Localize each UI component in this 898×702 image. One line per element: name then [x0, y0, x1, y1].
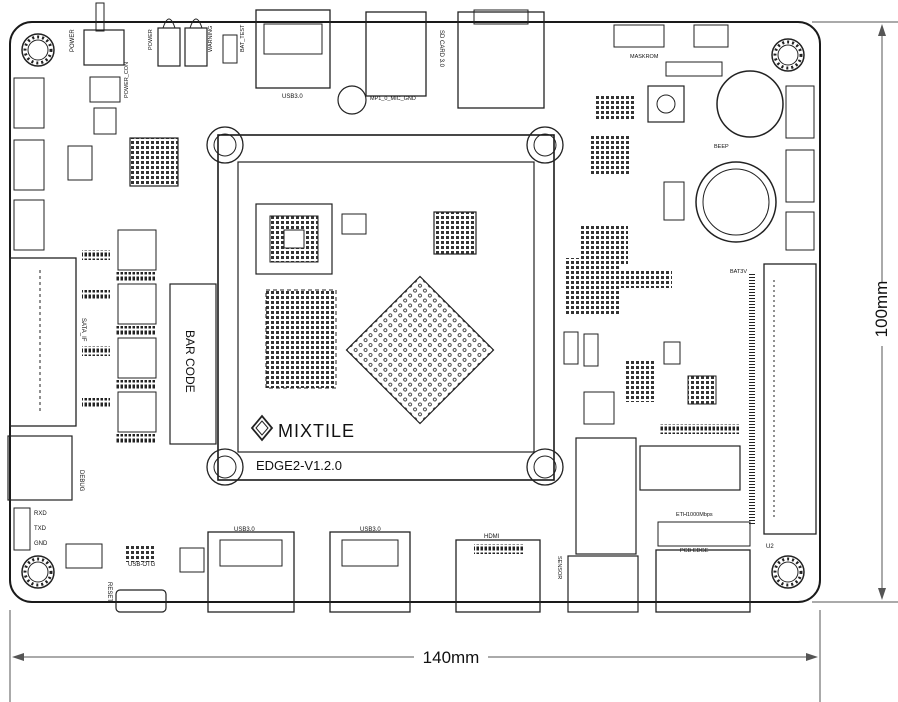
barcode-area: [169, 283, 217, 445]
svg-text:U2: U2: [766, 544, 774, 550]
svg-text:BAT3V: BAT3V: [730, 269, 747, 275]
brand-text: MIXTILE: [278, 421, 355, 441]
hdmi-port: [455, 539, 541, 613]
svg-text:USB3.0: USB3.0: [360, 527, 381, 533]
mounting-hole-bl: [21, 555, 55, 589]
mounting-hole-tl: [21, 33, 55, 67]
svg-text:USB3.0: USB3.0: [282, 94, 303, 100]
soc-bga: [345, 275, 495, 425]
mounting-hole-br: [771, 555, 805, 589]
svg-text:BAT_TEST: BAT_TEST: [240, 24, 246, 52]
width-dimension: 140mm: [9, 610, 821, 702]
m2-connector: [763, 263, 817, 535]
svg-text:GND: GND: [34, 541, 48, 547]
usb30-top-port: [255, 9, 331, 89]
power-led: [157, 27, 181, 67]
svg-text:POWER_CON: POWER_CON: [124, 62, 130, 98]
svg-text:SENSOR: SENSOR: [556, 556, 562, 579]
svg-text:PCB EDGE: PCB EDGE: [680, 548, 709, 554]
maskrom-button: [647, 85, 685, 123]
svg-text:SD CARD 3.0: SD CARD 3.0: [438, 30, 444, 68]
usb30-port-b: [329, 531, 411, 613]
board-version: EDGE2-V1.2.0: [256, 458, 342, 473]
svg-text:SATA_IF: SATA_IF: [80, 318, 86, 342]
svg-text:TXD: TXD: [34, 526, 47, 532]
warning-led: [184, 27, 208, 67]
svg-text:POWER: POWER: [148, 29, 154, 50]
svg-text:ETH1000Mbps: ETH1000Mbps: [676, 512, 713, 518]
height-dimension: 100mm: [812, 21, 898, 603]
svg-text:USB3.0: USB3.0: [234, 527, 255, 533]
svg-text:RESET: RESET: [106, 582, 112, 602]
width-label: 140mm: [423, 648, 480, 667]
svg-text:MASKROM: MASKROM: [630, 54, 659, 60]
som-module: [217, 134, 555, 481]
sata-connector: [9, 257, 77, 427]
ethernet-port: [655, 549, 751, 613]
svg-text:BAR CODE: BAR CODE: [183, 330, 197, 393]
usb-otg-port: [115, 589, 167, 613]
svg-text:DEBUG: DEBUG: [78, 470, 84, 492]
svg-text:MP1_0_MIC_GND: MP1_0_MIC_GND: [370, 96, 416, 102]
debug-connector: [7, 435, 73, 501]
mixtile-logo: [250, 414, 274, 442]
svg-text:HDMI: HDMI: [484, 534, 500, 540]
sd-card-slot: [457, 11, 545, 109]
audio-jack: [365, 11, 427, 97]
height-label: 100mm: [872, 281, 891, 338]
coin-battery: [695, 161, 777, 243]
svg-text:RXD: RXD: [34, 511, 47, 517]
power-button: [83, 29, 125, 66]
svg-text:WARNING: WARNING: [208, 26, 214, 52]
svg-text:USB-OTG: USB-OTG: [128, 562, 156, 568]
buzzer: [716, 70, 784, 138]
svg-text:BEEP: BEEP: [714, 144, 729, 150]
sensor-connector: [567, 555, 639, 613]
usb30-port-a: [207, 531, 295, 613]
mounting-hole-tr: [771, 38, 805, 72]
power-label: POWER: [70, 29, 76, 52]
